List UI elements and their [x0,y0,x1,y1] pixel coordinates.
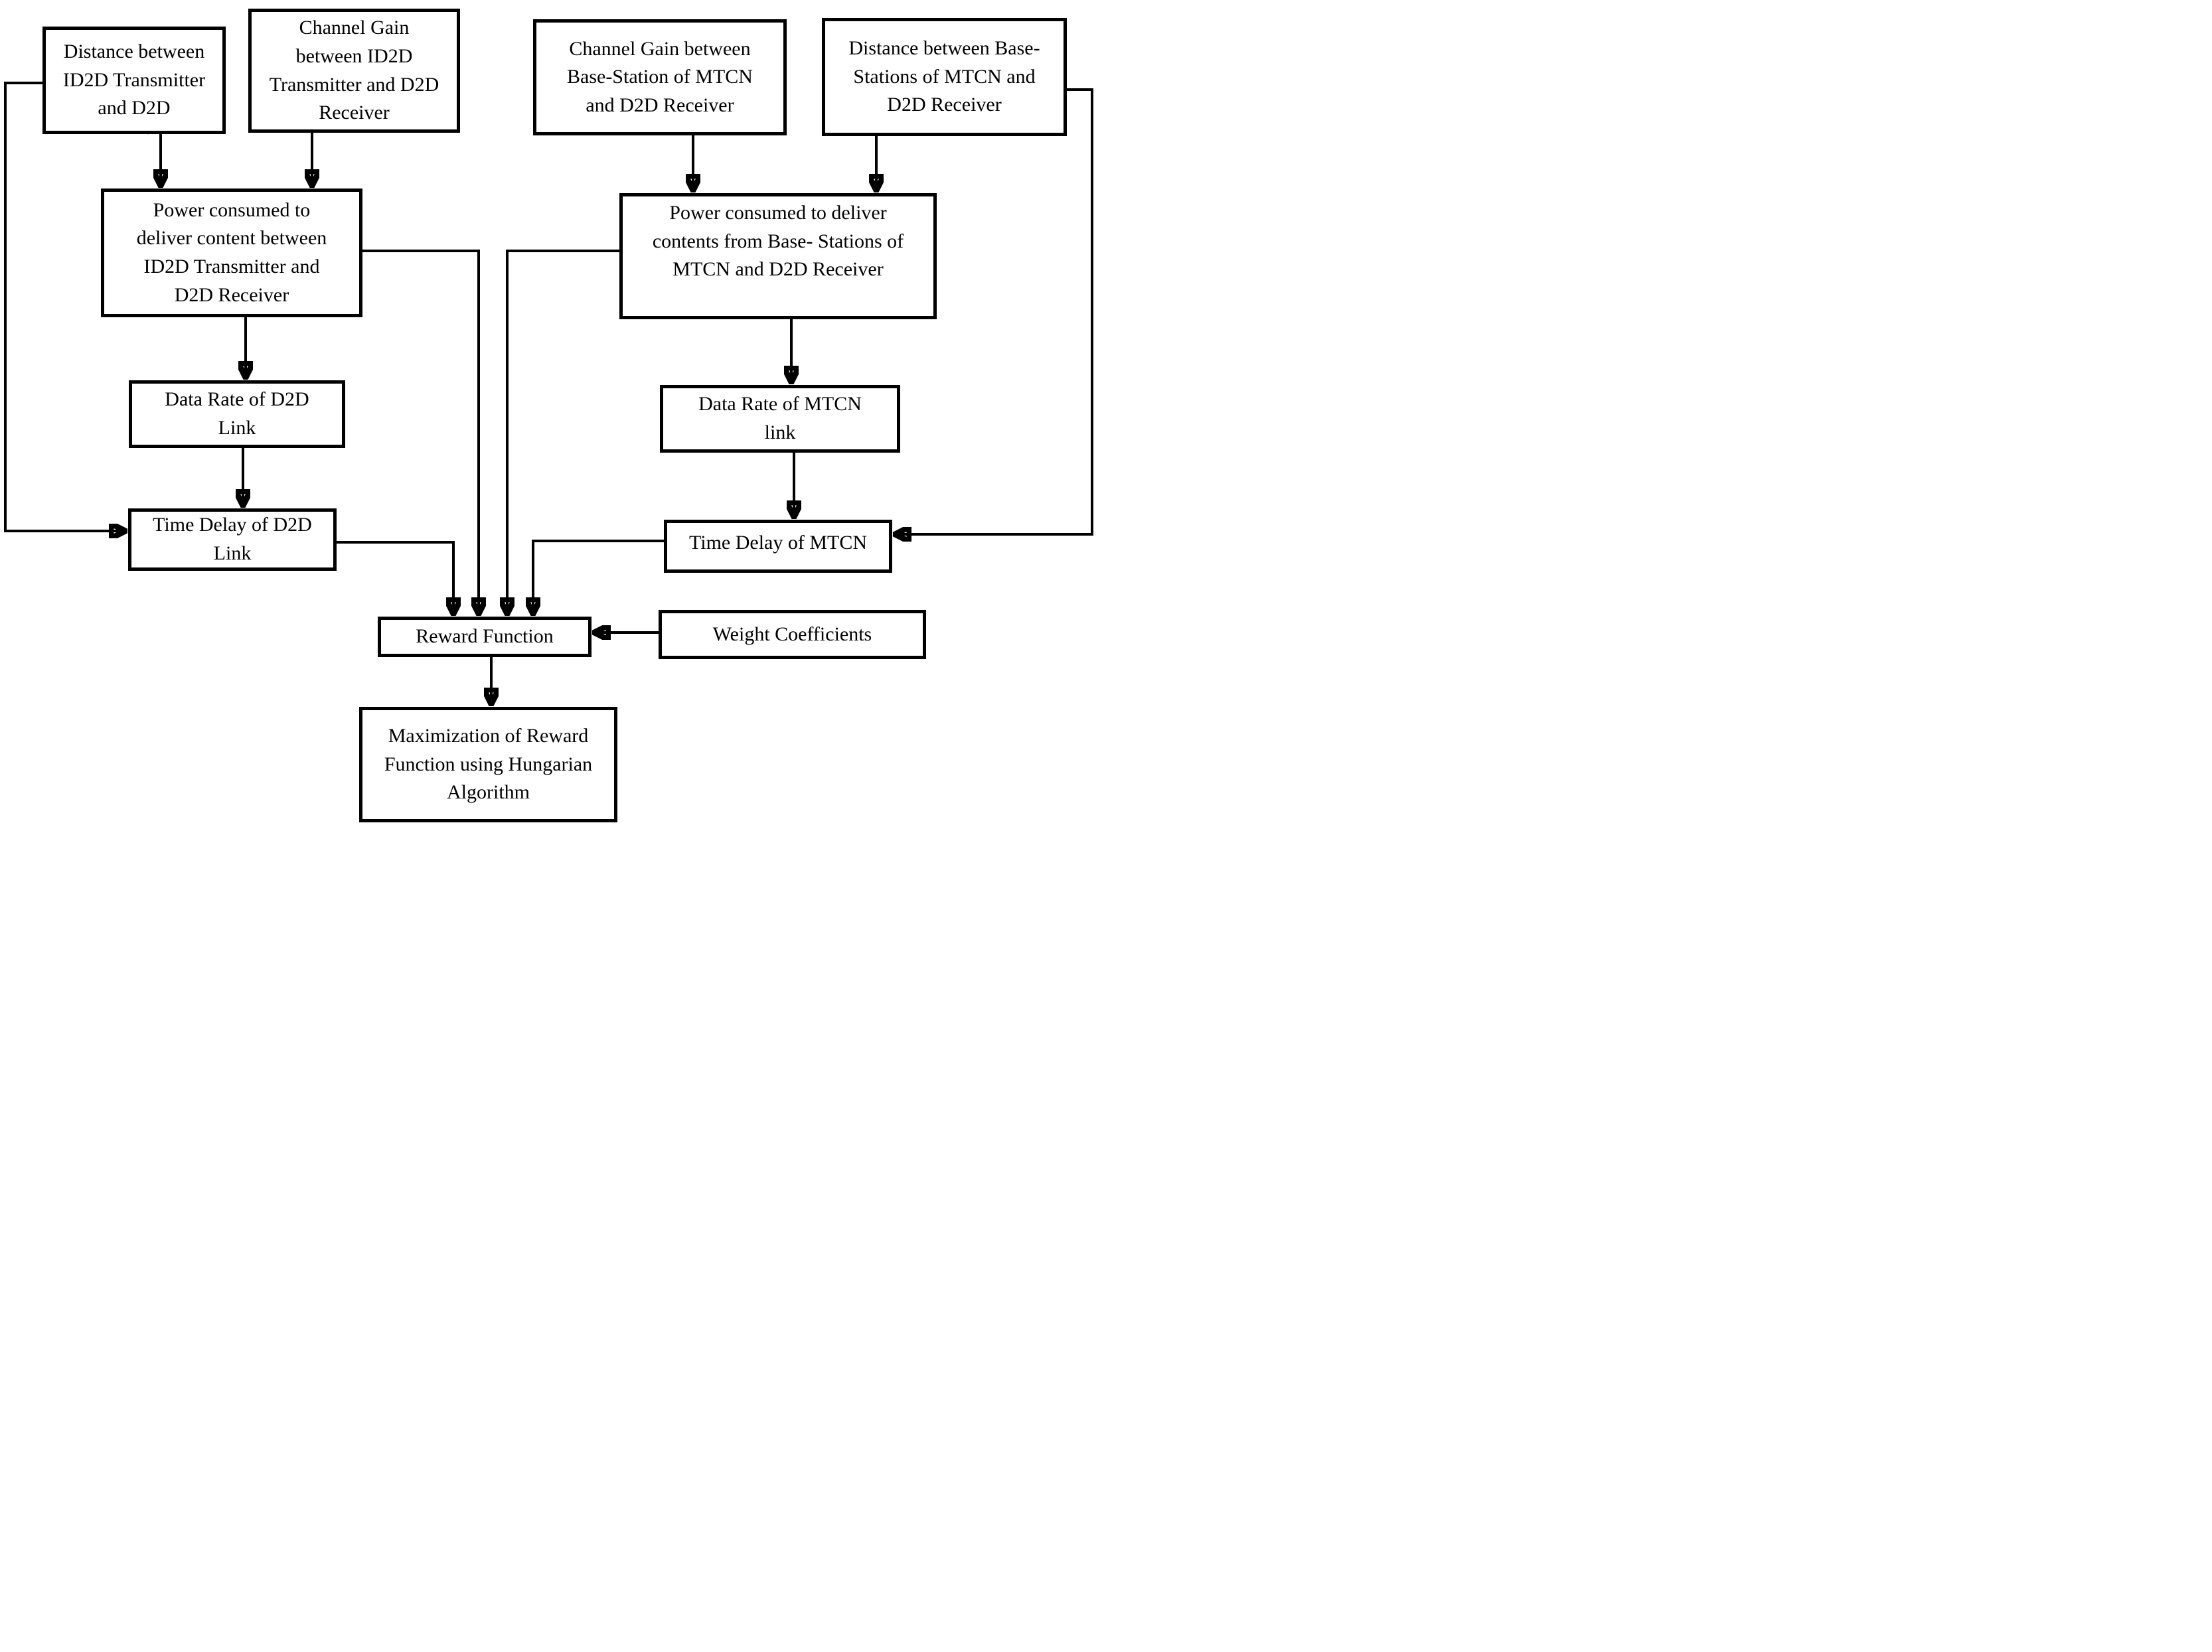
flowchart-canvas: Distance between ID2D Transmitter and D2… [0,0,1106,826]
node-distance-mtcn: Distance between Base- Stations of MTCN … [822,18,1067,136]
stray-period-mark: . [145,117,151,139]
node-weight-coefficients: Weight Coefficients [659,610,926,659]
node-channel-gain-mtcn: Channel Gain between Base-Station of MTC… [533,19,787,135]
edge-power-mtcn-to-reward-function [507,250,619,614]
edge-power-d2d-to-reward-function [362,250,479,614]
node-reward-function: Reward Function [378,617,592,657]
node-power-d2d: Power consumed to deliver content betwee… [101,188,362,317]
node-data-rate-d2d: Data Rate of D2D Link [129,380,345,448]
edge-time-delay-mtcn-to-reward-function [533,540,664,614]
node-time-delay-d2d: Time Delay of D2D Link [128,508,337,571]
node-channel-gain-id2d: Channel Gain between ID2D Transmitter an… [248,9,460,133]
edge-time-delay-d2d-to-reward-function [337,541,453,614]
node-time-delay-mtcn: Time Delay of MTCN [664,520,892,573]
node-distance-id2d: Distance between ID2D Transmitter and D2… [42,27,226,134]
node-power-mtcn: Power consumed to deliver contents from … [619,193,937,319]
node-data-rate-mtcn: Data Rate of MTCN link [660,385,900,453]
node-maximization: Maximization of Reward Function using Hu… [359,707,617,822]
